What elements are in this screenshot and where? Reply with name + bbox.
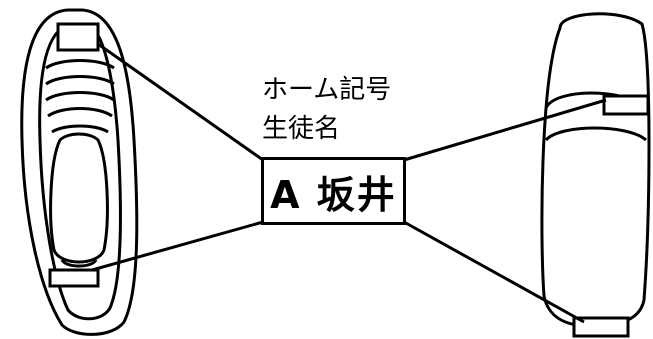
connector-right-bottom: [403, 220, 585, 324]
home-code-label: ホーム記号: [262, 75, 392, 105]
connector-right-top: [403, 98, 607, 162]
connector-left-top: [97, 42, 264, 162]
name-tag-text: A 坂井: [270, 172, 397, 217]
connector-lines: [91, 42, 607, 324]
slipper-side-view-icon: [540, 12, 651, 338]
connector-left-bottom: [91, 220, 264, 272]
name-tag-box: A 坂井: [261, 157, 406, 225]
slipper-top-view-icon: [20, 8, 139, 336]
student-name-label: 生徒名: [262, 114, 341, 144]
